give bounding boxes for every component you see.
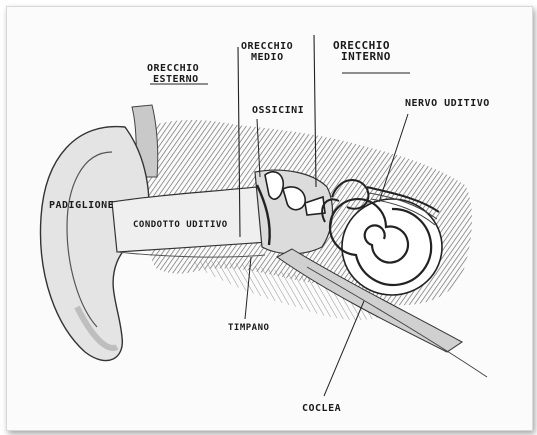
nervo-uditivo-label: NERVO UDITIVO bbox=[405, 98, 490, 109]
orecchio-esterno-label: ORECCHIO ESTERNO bbox=[147, 63, 199, 85]
orecchio-esterno-line2: ESTERNO bbox=[147, 74, 199, 85]
coclea-label: COCLEA bbox=[302, 403, 341, 414]
padiglione-label: PADIGLIONE bbox=[49, 200, 114, 211]
ear-anatomy-drawing bbox=[7, 7, 532, 430]
illustration-frame: ORECCHIO ESTERNO ORECCHIO MEDIO ORECCHIO… bbox=[6, 6, 533, 431]
orecchio-medio-label: ORECCHIO MEDIO bbox=[241, 41, 293, 63]
ossicini-label: OSSICINI bbox=[252, 105, 304, 116]
condotto-uditivo-label: CONDOTTO UDITIVO bbox=[133, 220, 228, 231]
orecchio-esterno-line1: ORECCHIO bbox=[147, 63, 199, 74]
orecchio-medio-line2: MEDIO bbox=[241, 52, 293, 63]
orecchio-interno-label: ORECCHIO INTERNO bbox=[333, 40, 391, 62]
orecchio-interno-line2: INTERNO bbox=[333, 51, 391, 62]
orecchio-medio-line1: ORECCHIO bbox=[241, 41, 293, 52]
timpano-label: TIMPANO bbox=[228, 323, 269, 334]
